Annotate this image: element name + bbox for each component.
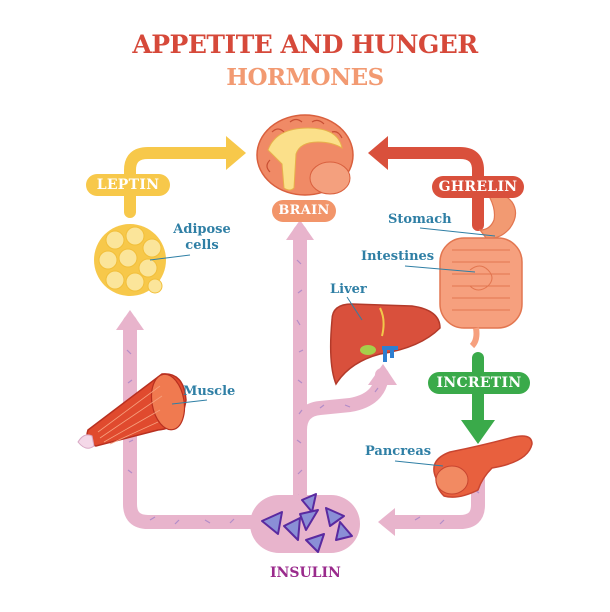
pancreas-label: Pancreas <box>365 444 432 459</box>
adipose-label-line1: Adipose <box>173 222 231 237</box>
leptin-label: LEPTIN <box>86 174 170 196</box>
incretin-arrowhead <box>461 420 495 444</box>
liver-leader-line <box>346 296 363 321</box>
ghrelin-arrow <box>376 147 484 231</box>
adipose-label: Adipose cells <box>172 222 232 254</box>
muscle-leader-line <box>171 399 208 405</box>
stomach-label: Stomach <box>388 212 452 227</box>
pancreas-icon <box>433 435 533 498</box>
adipose-cells-icon <box>94 224 166 296</box>
intestines-label: Intestines <box>361 249 435 264</box>
title-line-2: HORMONES <box>226 64 384 91</box>
leptin-arrow <box>124 147 238 218</box>
stomach-leader-line <box>419 227 496 237</box>
pancreas-leader-line <box>394 460 444 467</box>
ghrelin-label: GHRELIN <box>432 176 524 198</box>
muscle-icon <box>77 373 187 449</box>
insulin-pathways <box>123 225 485 529</box>
title-line-1: APPETITE AND HUNGER <box>132 30 478 59</box>
ghrelin-arrowhead <box>368 136 388 170</box>
brain-label: BRAIN <box>272 200 336 222</box>
muscle-label: Muscle <box>183 384 236 399</box>
adipose-label-line2: cells <box>185 238 219 253</box>
incretin-label: INCRETIN <box>428 372 530 394</box>
insulin-arrowheads <box>116 220 397 536</box>
adipose-leader-line <box>149 254 191 261</box>
brain-icon <box>256 114 354 196</box>
intestines-leader-line <box>404 265 476 273</box>
leptin-arrowhead <box>226 136 246 170</box>
insulin-texture <box>126 259 480 525</box>
insulin-label: INSULIN <box>270 565 341 581</box>
digestive-organs-icon <box>439 194 523 349</box>
liver-label: Liver <box>330 282 367 297</box>
insulin-capsule-icon <box>250 493 360 553</box>
